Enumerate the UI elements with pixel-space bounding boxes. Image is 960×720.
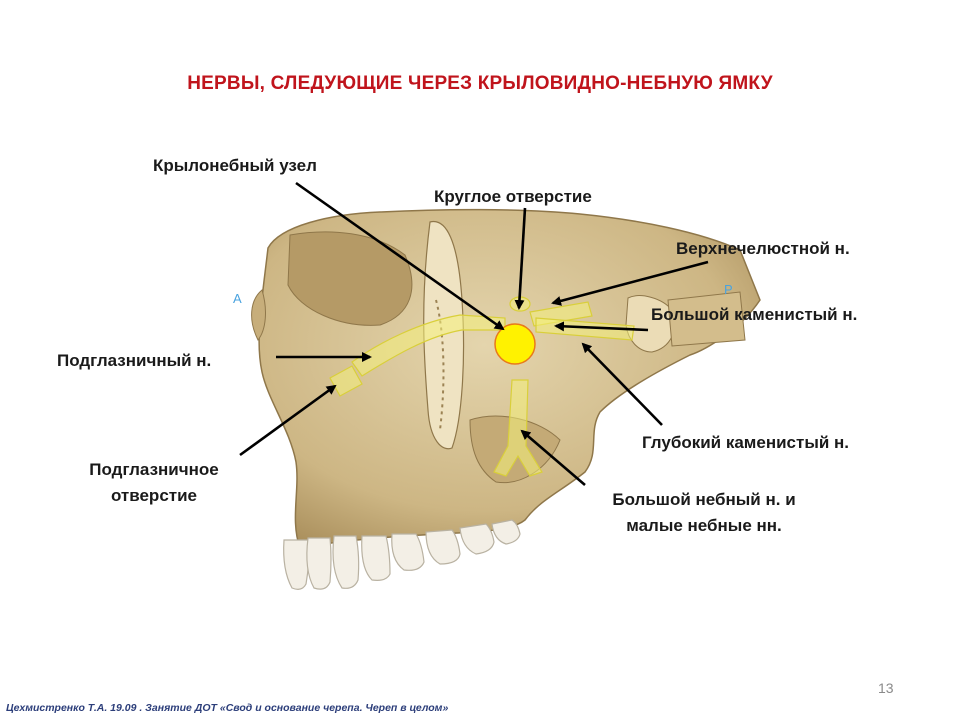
label-infraorbital-nerve: Подглазничный н. [57,351,212,370]
page-number: 13 [878,680,894,696]
label-deep-petrosal-nerve: Глубокий каменистый н. [642,433,850,452]
pointer-arrows [239,181,709,486]
palatine-nerves [493,379,543,477]
arrow-deep-petrosal-nerve [581,342,663,426]
label-palatine-nerves-line2: малые небные нн. [626,516,782,536]
label-infraorbital-foramen-line2: отверстие [110,486,198,506]
arrow-ganglion [295,181,505,331]
arrow-greater-petrosal-nerve [554,321,649,332]
arrow-infraorbital-foramen [239,384,337,457]
posterior-marker: P [724,282,733,297]
anterior-marker: A [233,291,242,306]
label-palatine-nerves: Большой небный н. и малые небные нн. [580,487,828,540]
label-infraorbital-foramen: Подглазничное отверстие [62,457,246,510]
pterygopalatine-ganglion-marker [494,323,536,365]
skull-bone [251,208,761,549]
label-infraorbital-foramen-line1: Подглазничное [89,460,219,479]
infraorbital-foramen-canal [329,365,363,397]
label-pterygopalatine-ganglion: Крылонебный узел [153,156,317,175]
footer-credit: Цехмистренко Т.А. 19.09 . Занятие ДОТ «С… [6,702,449,714]
slide-title: НЕРВЫ, СЛЕДУЮЩИЕ ЧЕРЕЗ КРЫЛОВИДНО-НЕБНУЮ… [187,73,773,94]
teeth [283,519,521,590]
arrow-maxillary-nerve [551,260,709,306]
label-foramen-rotundum: Круглое отверстие [434,187,592,206]
label-palatine-nerves-line1: Большой небный н. и [612,490,796,509]
arrow-palatine-nerves [520,429,586,486]
label-maxillary-nerve: Верхнечелюстной н. [676,239,850,258]
label-greater-petrosal-nerve: Большой каменистый н. [651,305,858,324]
arrow-foramen-rotundum [514,207,527,310]
